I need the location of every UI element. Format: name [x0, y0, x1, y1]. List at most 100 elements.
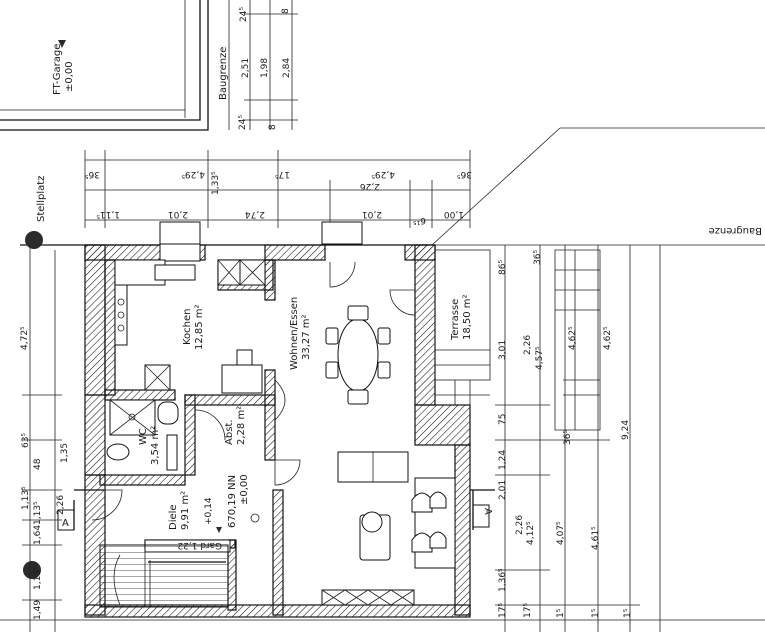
door-wc	[194, 409, 226, 441]
couch-corner	[414, 477, 456, 569]
door-entrance	[91, 489, 123, 521]
dining-chair	[325, 361, 339, 379]
baugrenze-label-vertical: Baugrenze	[218, 47, 229, 100]
wohnen-area: 33,27 m²	[301, 314, 312, 360]
dim-right-14: 4,12⁵	[526, 521, 536, 545]
dim-right-20: 4,62⁵	[603, 326, 613, 350]
dim-row3-3: 2,74	[245, 209, 265, 219]
dim-top-1: 24⁵	[239, 7, 249, 22]
section-left-label: A	[62, 518, 69, 529]
dim-right-1: 86⁵	[498, 260, 508, 275]
stove-burner-icon	[117, 298, 125, 306]
door-living-diele	[274, 459, 301, 486]
dim-left-5: 1,49	[33, 600, 43, 620]
garage-label: FT-Garage	[52, 44, 63, 95]
kitchen-table	[221, 364, 263, 394]
dim-left-1: 4,72⁵	[20, 326, 30, 350]
dim-top-3: 2,51	[241, 58, 251, 78]
dim-left-2: 48	[33, 458, 43, 470]
dim-row1-4: 17⁵	[275, 169, 290, 179]
dim-right-13: 4,57⁵	[535, 346, 545, 370]
dim-right-3: 75	[498, 414, 508, 425]
boundary-marker-bottom	[23, 561, 41, 579]
level-c: ±0,00	[239, 474, 250, 505]
dim-row3-5: 6¹⁵	[413, 215, 426, 225]
dim-row1-1: 36⁵	[85, 169, 100, 179]
right-dimension-lines	[495, 245, 661, 632]
dim-top-6: 24⁵	[238, 115, 248, 130]
dim-left-10: 1,35	[60, 443, 70, 463]
terrasse-area: 18,50 m²	[462, 294, 473, 340]
window-kitchen	[159, 243, 201, 262]
dim-right-8: 36⁵	[533, 250, 543, 265]
dim-right-18: 4,61⁵	[591, 526, 601, 550]
dim-right-22: 1⁵	[623, 608, 633, 618]
baugrenze-label-horizontal: Baugrenze	[709, 225, 762, 236]
dining-table	[337, 318, 379, 392]
armchair-icon	[429, 491, 447, 509]
dining-chair	[347, 305, 369, 321]
dim-row1-5: 4,29⁵	[371, 169, 395, 179]
armchair-icon	[411, 492, 433, 513]
dim-top-5: 2,84	[282, 58, 292, 78]
garage-outline	[0, 0, 209, 131]
dim-row2-1: 2,26	[360, 181, 380, 191]
armchair-icon	[411, 532, 433, 553]
dim-left-3: 2,26	[56, 495, 66, 515]
dining-chair	[325, 327, 339, 345]
dim-right-10: 36⁵	[563, 430, 573, 445]
horizontal-dimension-lines	[84, 150, 471, 228]
dim-left-6: 63⁵	[21, 433, 31, 448]
level-b: 670,19 NN	[227, 475, 238, 528]
window-box-living	[321, 221, 363, 245]
dim-right-6: 1,36⁵	[498, 568, 508, 592]
dim-top-2: 8	[281, 8, 291, 14]
dim-row3-2: 2,01	[168, 209, 188, 219]
section-right-label: A	[482, 508, 493, 515]
diele-area: 9,91 m²	[180, 491, 191, 530]
boundary-marker-top	[25, 231, 43, 249]
dim-right-2: 3,01	[498, 340, 508, 360]
dim-row1-2: 4,29⁵	[181, 169, 205, 179]
armchair-icon	[429, 531, 447, 549]
level-marker-icon	[216, 527, 222, 533]
kitchen-stove	[114, 284, 128, 346]
abst-area: 2,28 m²	[236, 406, 247, 445]
door-terrace	[389, 289, 416, 316]
abst-label: Abst.	[224, 420, 235, 446]
diele-label: Diele	[168, 504, 179, 530]
dining-chair	[377, 327, 391, 345]
sideboard	[321, 589, 415, 606]
toilet	[106, 443, 130, 461]
dim-row3-1: 1,11⁵	[96, 209, 120, 219]
kochen-label: Kochen	[182, 308, 193, 345]
stove-burner-icon	[117, 311, 125, 319]
dim-right-5: 2,01	[498, 480, 508, 500]
wc-shelf	[166, 434, 178, 471]
dim-right-12: 17⁵	[523, 603, 533, 618]
washbasin	[157, 401, 179, 425]
armchair-icon	[361, 511, 383, 533]
dim-left-9: 1,13⁵	[33, 566, 43, 590]
dim-row3-4: 2,01	[362, 209, 382, 219]
dim-right-17: 4,62⁵	[568, 326, 578, 350]
terrace-stair-grid	[434, 249, 601, 431]
left-dimension-lines	[22, 245, 62, 632]
door-abst	[274, 379, 286, 421]
dim-right-9: 2,26	[523, 335, 533, 355]
garage-arrow-icon	[58, 40, 66, 48]
kitchen-chair	[236, 349, 253, 366]
wohnen-label: Wohnen/Essen	[289, 297, 300, 370]
window-box-kitchen	[159, 221, 201, 245]
dim-row3-6: 1,00	[444, 209, 464, 219]
dim-right-21: 9,24	[621, 420, 631, 440]
dim-left-7: 1,13⁵	[33, 501, 43, 525]
dim-left-8: 1,13⁵	[21, 486, 31, 510]
dim-row1-6: 36⁵	[457, 169, 472, 179]
dim-left-4: 1,64	[33, 525, 43, 545]
dim-right-4: 1,24	[498, 450, 508, 470]
dining-chair	[347, 389, 369, 405]
top-dimension-chain	[244, 0, 298, 130]
level-a: +0,14	[204, 497, 214, 525]
dim-right-15: 4,07⁵	[556, 521, 566, 545]
